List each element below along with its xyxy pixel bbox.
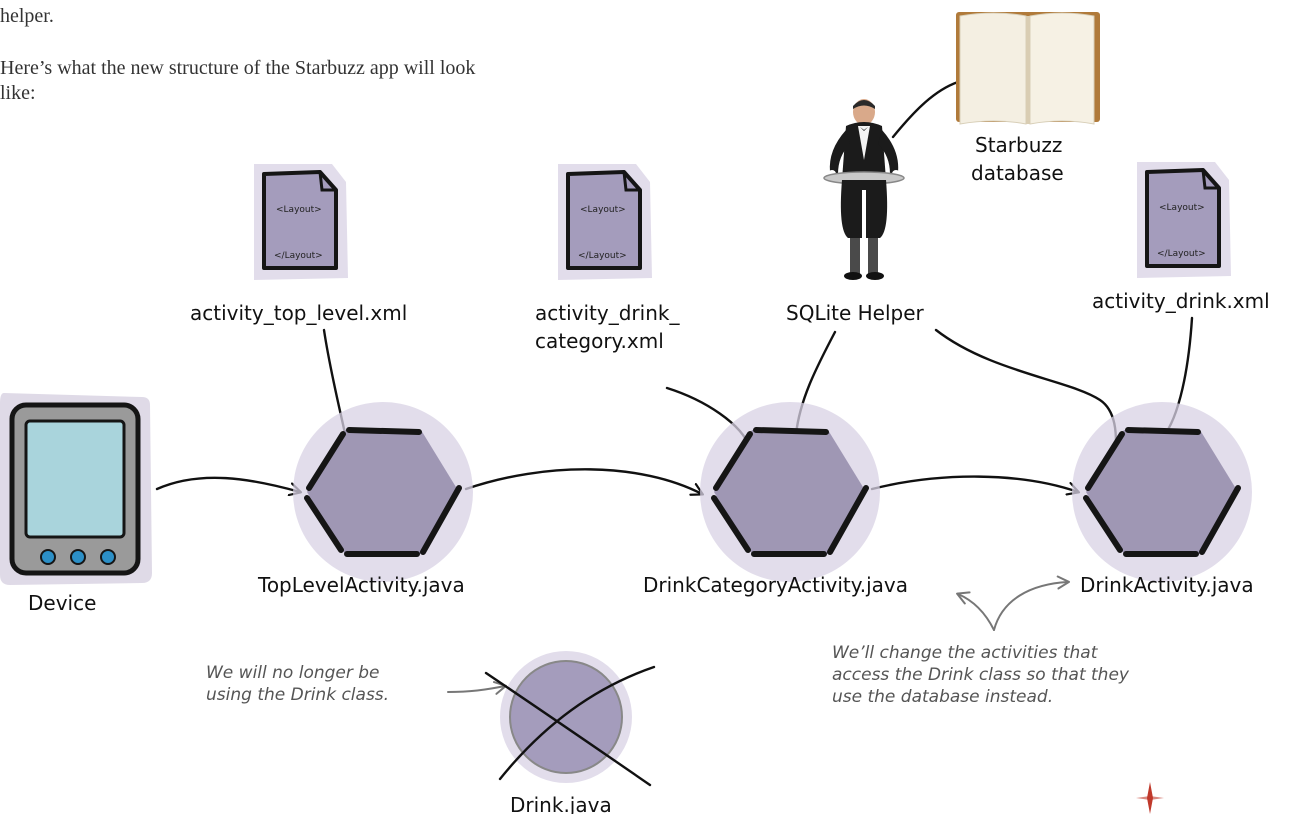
layout-open-tag: <Layout>: [276, 205, 322, 215]
butler-icon: [823, 99, 905, 280]
activity-hexagon-icon: [1072, 402, 1252, 582]
layout-doc-category: <Layout> </Layout>: [558, 164, 652, 280]
drink-class-note-line1: We will no longer be: [206, 663, 380, 683]
activity-hexagon-icon: [700, 402, 880, 582]
intro-line-3: like:: [0, 82, 36, 104]
activities-note-line2: access the Drink class so that they: [832, 665, 1130, 685]
document-icon: <Layout> </Layout>: [1137, 162, 1231, 278]
document-icon: <Layout> </Layout>: [558, 164, 652, 280]
drink-class-label: Drink.java: [510, 793, 612, 814]
database-label-line1: Starbuzz: [975, 133, 1062, 157]
device-label: Device: [28, 591, 96, 615]
layout-doc-top-level: <Layout> </Layout>: [254, 164, 348, 280]
layout-open-tag: <Layout>: [1159, 203, 1205, 213]
drink-class-node: [484, 651, 656, 787]
top-level-activity-node: [293, 402, 473, 582]
drink-category-activity-label: DrinkCategoryActivity.java: [643, 573, 908, 597]
layout-doc-drink: <Layout> </Layout>: [1137, 162, 1231, 278]
activities-note-line3: use the database instead.: [832, 687, 1053, 707]
crossed-out-circle-icon: [484, 651, 656, 787]
layout-category-label-line2: category.xml: [535, 329, 664, 353]
connector-helper-to-database: [891, 80, 960, 139]
document-icon: <Layout> </Layout>: [254, 164, 348, 280]
book-icon: [956, 12, 1100, 125]
activity-hexagon-icon: [293, 402, 473, 582]
arrow-toplevel-to-category: [464, 468, 702, 494]
helper-label: SQLite Helper: [786, 301, 925, 325]
layout-close-tag: </Layout>: [274, 251, 323, 261]
layout-close-tag: </Layout>: [1157, 249, 1206, 259]
connectors: [155, 80, 1194, 695]
layout-top-level-label: activity_top_level.xml: [190, 301, 407, 325]
activities-note-line1: We’ll change the activities that: [832, 643, 1099, 663]
drink-activity-node: [1072, 402, 1252, 582]
layout-close-tag: </Layout>: [578, 251, 627, 261]
arrow-note-to-drink-class: [447, 681, 507, 695]
connector-helper-to-drink-activity: [934, 328, 1118, 452]
compass-icon: [1136, 782, 1164, 814]
arrow-note-to-drink-activity: [993, 575, 1070, 631]
layout-open-tag: <Layout>: [580, 205, 626, 215]
drink-class-note-line2: using the Drink class.: [206, 685, 389, 705]
layout-drink-label: activity_drink.xml: [1092, 289, 1270, 313]
top-level-activity-label: TopLevelActivity.java: [257, 573, 465, 597]
layout-category-label-line1: activity_drink_: [535, 301, 680, 325]
intro-line-1: helper.: [0, 5, 54, 27]
arrow-device-to-toplevel: [155, 476, 300, 492]
intro-line-2: Here’s what the new structure of the Sta…: [0, 57, 475, 79]
database-label-line2: database: [971, 161, 1064, 185]
device-icon: [0, 393, 152, 585]
arrow-category-to-drink: [870, 475, 1078, 492]
drink-category-activity-node: [700, 402, 880, 582]
arrow-note-to-category-activity: [956, 591, 995, 631]
drink-activity-label: DrinkActivity.java: [1080, 573, 1254, 597]
